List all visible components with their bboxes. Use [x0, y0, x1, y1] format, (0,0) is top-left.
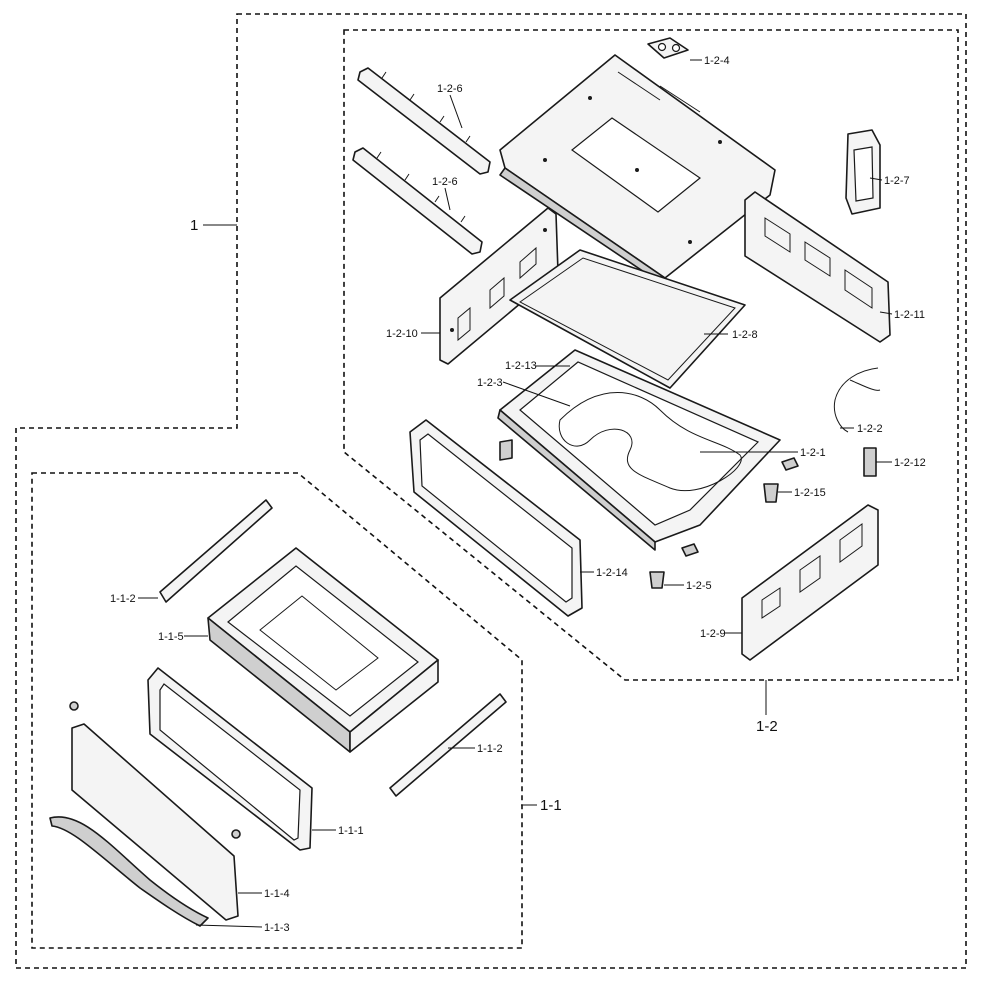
plate-1-2-8: [509, 249, 746, 389]
side-panel-1-2-11: [744, 191, 891, 343]
drawer-rail-1-1-2-top: [159, 499, 273, 603]
label-1-2-6-bottom: 1-2-6: [432, 176, 458, 188]
drawer-body-1-1-5: [207, 547, 439, 753]
label-1-2-3: 1-2-3: [477, 377, 503, 389]
label-assembly-1-1: 1-1: [540, 797, 562, 814]
label-1-2-7: 1-2-7: [884, 175, 910, 187]
label-1-2-2: 1-2-2: [857, 423, 883, 435]
side-rail-1-2-6-bottom: [352, 147, 483, 255]
base-frame-1-2-1: [497, 349, 781, 551]
drawer-handle-1-1-3: [49, 816, 209, 927]
label-1-1-1: 1-1-1: [338, 825, 364, 837]
small-block-near-1-2-14: [681, 543, 699, 557]
knob-left: [69, 701, 79, 711]
drawer-rail-1-1-2-bottom: [389, 693, 507, 797]
screw-1-1-1: [231, 829, 241, 839]
label-1-1-5: 1-1-5: [158, 631, 184, 643]
foot-1-2-15: [763, 483, 779, 503]
assembly-1-boundary: [15, 13, 967, 969]
wire-harness-1-2-2: [833, 367, 881, 433]
label-1-2-4: 1-2-4: [704, 55, 730, 67]
label-assembly-1-2: 1-2: [756, 718, 778, 735]
top-bracket-1-2-4: [647, 37, 689, 59]
label-1-2-5: 1-2-5: [686, 580, 712, 592]
label-1-2-1: 1-2-1: [800, 447, 826, 459]
label-1-2-13: 1-2-13: [505, 360, 537, 372]
small-block-near-1-2-15: [781, 457, 799, 471]
label-1-2-15: 1-2-15: [794, 487, 826, 499]
drawer-front-panel-1-1-4: [71, 723, 239, 921]
front-frame-1-2-14: [409, 419, 583, 617]
label-1-2-11: 1-2-11: [894, 309, 925, 321]
leader-lines: [138, 59, 893, 928]
label-1-2-14: 1-2-14: [596, 567, 628, 579]
assembly-1-2-boundary: [343, 29, 959, 681]
callout-labels: 1 1-1 1-2 1-2-4 1-2-6 1-2-6 1-2-7 1-2-10…: [110, 55, 926, 934]
label-1-2-6-top: 1-2-6: [437, 83, 463, 95]
label-1-1-2-bottom: 1-1-2: [477, 743, 503, 755]
label-1-2-10: 1-2-10: [386, 328, 418, 340]
label-1-2-8: 1-2-8: [732, 329, 758, 341]
foot-1-2-5: [649, 571, 665, 589]
cabinet-top-plate: [499, 54, 776, 287]
side-panel-1-2-10: [439, 207, 559, 365]
label-1-1-4: 1-1-4: [264, 888, 290, 900]
side-rail-1-2-6-top: [357, 67, 491, 175]
foot-left: [499, 439, 513, 461]
bracket-1-2-7: [845, 129, 881, 215]
drawer-inner-frame-1-1-1: [147, 667, 313, 851]
assembly-1-1-boundary: [31, 472, 523, 949]
label-1-1-2-top: 1-1-2: [110, 593, 136, 605]
label-1-2-12: 1-2-12: [894, 457, 926, 469]
label-assembly-1: 1: [190, 217, 198, 234]
clip-1-2-12: [863, 447, 877, 477]
label-1-2-9: 1-2-9: [700, 628, 726, 640]
rear-panel-1-2-9: [741, 504, 879, 661]
label-1-1-3: 1-1-3: [264, 922, 290, 934]
heater-element-1-2-3: [558, 392, 742, 492]
